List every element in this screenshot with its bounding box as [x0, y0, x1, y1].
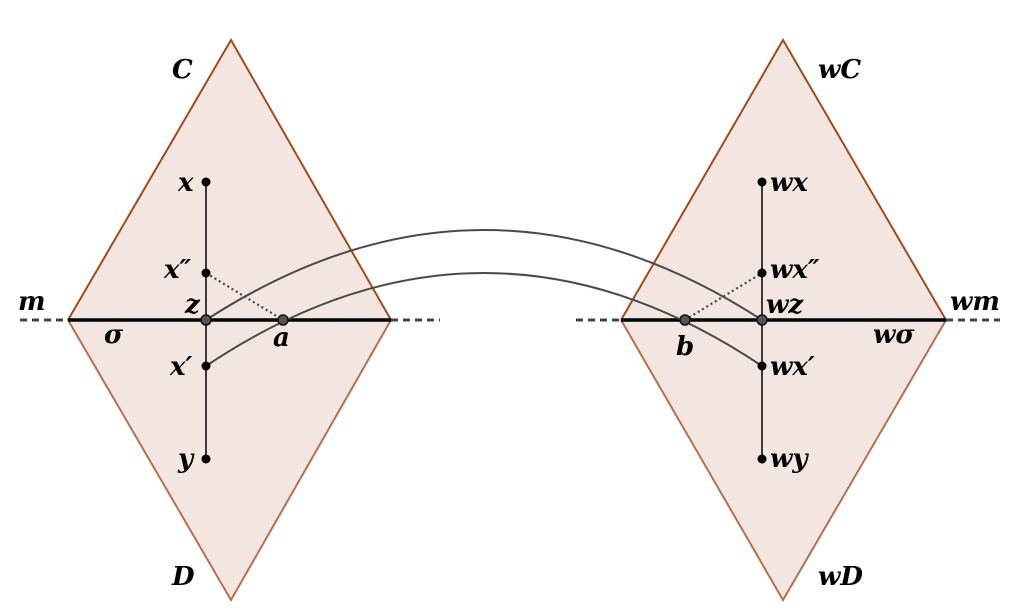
label-x: x — [177, 168, 194, 198]
label-x1: x′ — [169, 352, 193, 382]
chamber-d-edge — [67, 319, 392, 603]
label-wall-wm: wm — [950, 287, 1000, 317]
right-apartment — [620, 38, 947, 602]
point-b — [679, 314, 691, 326]
point-wx — [757, 177, 767, 187]
label-chamber-wc: wC — [818, 55, 861, 85]
label-wx1: wx′ — [770, 352, 815, 382]
label-chamber-c: C — [172, 55, 193, 85]
chamber-wc-edge — [620, 38, 947, 321]
chamber-c-edge — [67, 37, 392, 321]
point-y — [201, 454, 211, 464]
left-apartment — [67, 37, 392, 603]
label-wx: wx — [770, 168, 808, 198]
chamber-d — [68, 320, 391, 600]
arc-z-to-wz — [205, 229, 763, 321]
label-x2: x″ — [163, 255, 192, 285]
point-x — [201, 177, 211, 187]
label-chamber-d: D — [171, 562, 195, 592]
point-z — [200, 314, 212, 326]
point-wz — [756, 314, 768, 326]
label-face-sigma: σ — [104, 320, 124, 350]
label-wz: wz — [766, 290, 804, 320]
label-wall-m: m — [18, 287, 46, 317]
label-chamber-wd: wD — [818, 562, 863, 592]
chamber-wd-edge — [620, 319, 947, 602]
point-x1 — [201, 361, 211, 371]
label-y: y — [177, 444, 195, 474]
label-a: a — [273, 323, 290, 353]
label-wy: wy — [770, 444, 809, 474]
chamber-c — [68, 40, 391, 320]
chamber-wd — [621, 320, 946, 600]
label-wx2: wx″ — [770, 255, 820, 285]
label-face-w-sigma: wσ — [873, 320, 915, 350]
chamber-wc — [621, 40, 946, 320]
point-wx2 — [757, 268, 767, 278]
point-wx1 — [757, 361, 767, 371]
label-b: b — [676, 332, 694, 362]
point-x2 — [201, 268, 211, 278]
point-a — [277, 314, 289, 326]
label-z: z — [184, 290, 201, 320]
point-wy — [757, 454, 767, 464]
